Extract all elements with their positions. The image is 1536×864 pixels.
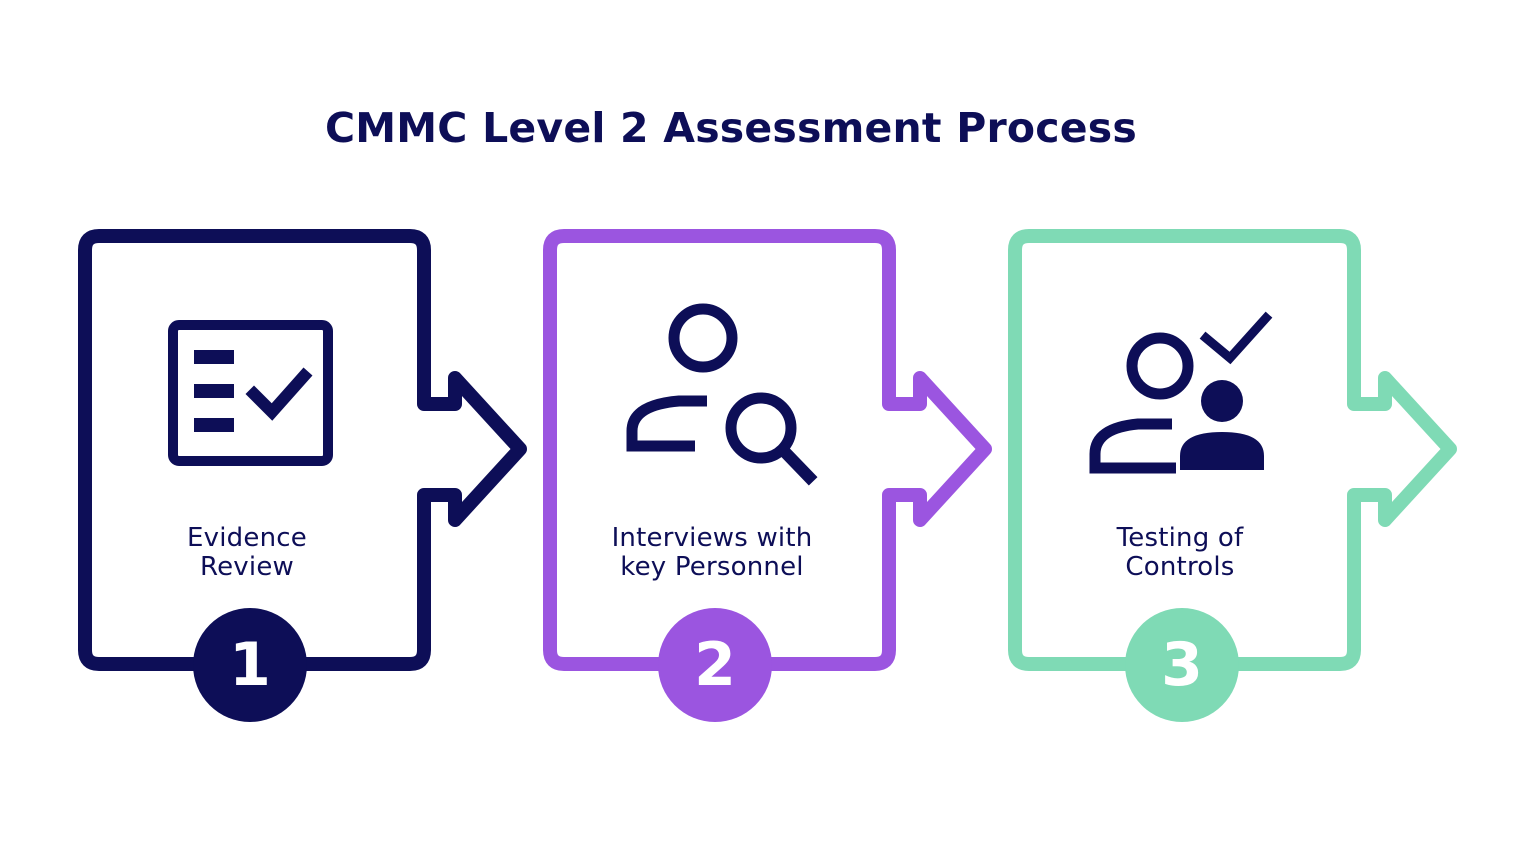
page-title: CMMC Level 2 Assessment Process [325,104,1137,152]
step-2: Interviews with key Personnel 2 [465,0,992,864]
step-1-label: Evidence Review [187,523,307,582]
step-1-arrow-frame [78,229,527,671]
step-3-label: Testing of Controls [1116,523,1244,582]
checklist-icon [168,320,333,466]
step-3-arrow-frame [1008,229,1457,671]
step-2-label: Interviews with key Personnel [611,523,813,582]
step-3-number-badge: 3 [1125,608,1239,722]
people-check-icon [1089,311,1273,474]
step-2-number-badge: 2 [658,608,772,722]
step-3: Testing of Controls 3 [930,0,1457,864]
step-1-number-badge: 1 [193,608,307,722]
step-2-arrow-frame [543,229,992,671]
person-search-icon [626,303,818,486]
step-1: Evidence Review 1 [0,0,527,864]
